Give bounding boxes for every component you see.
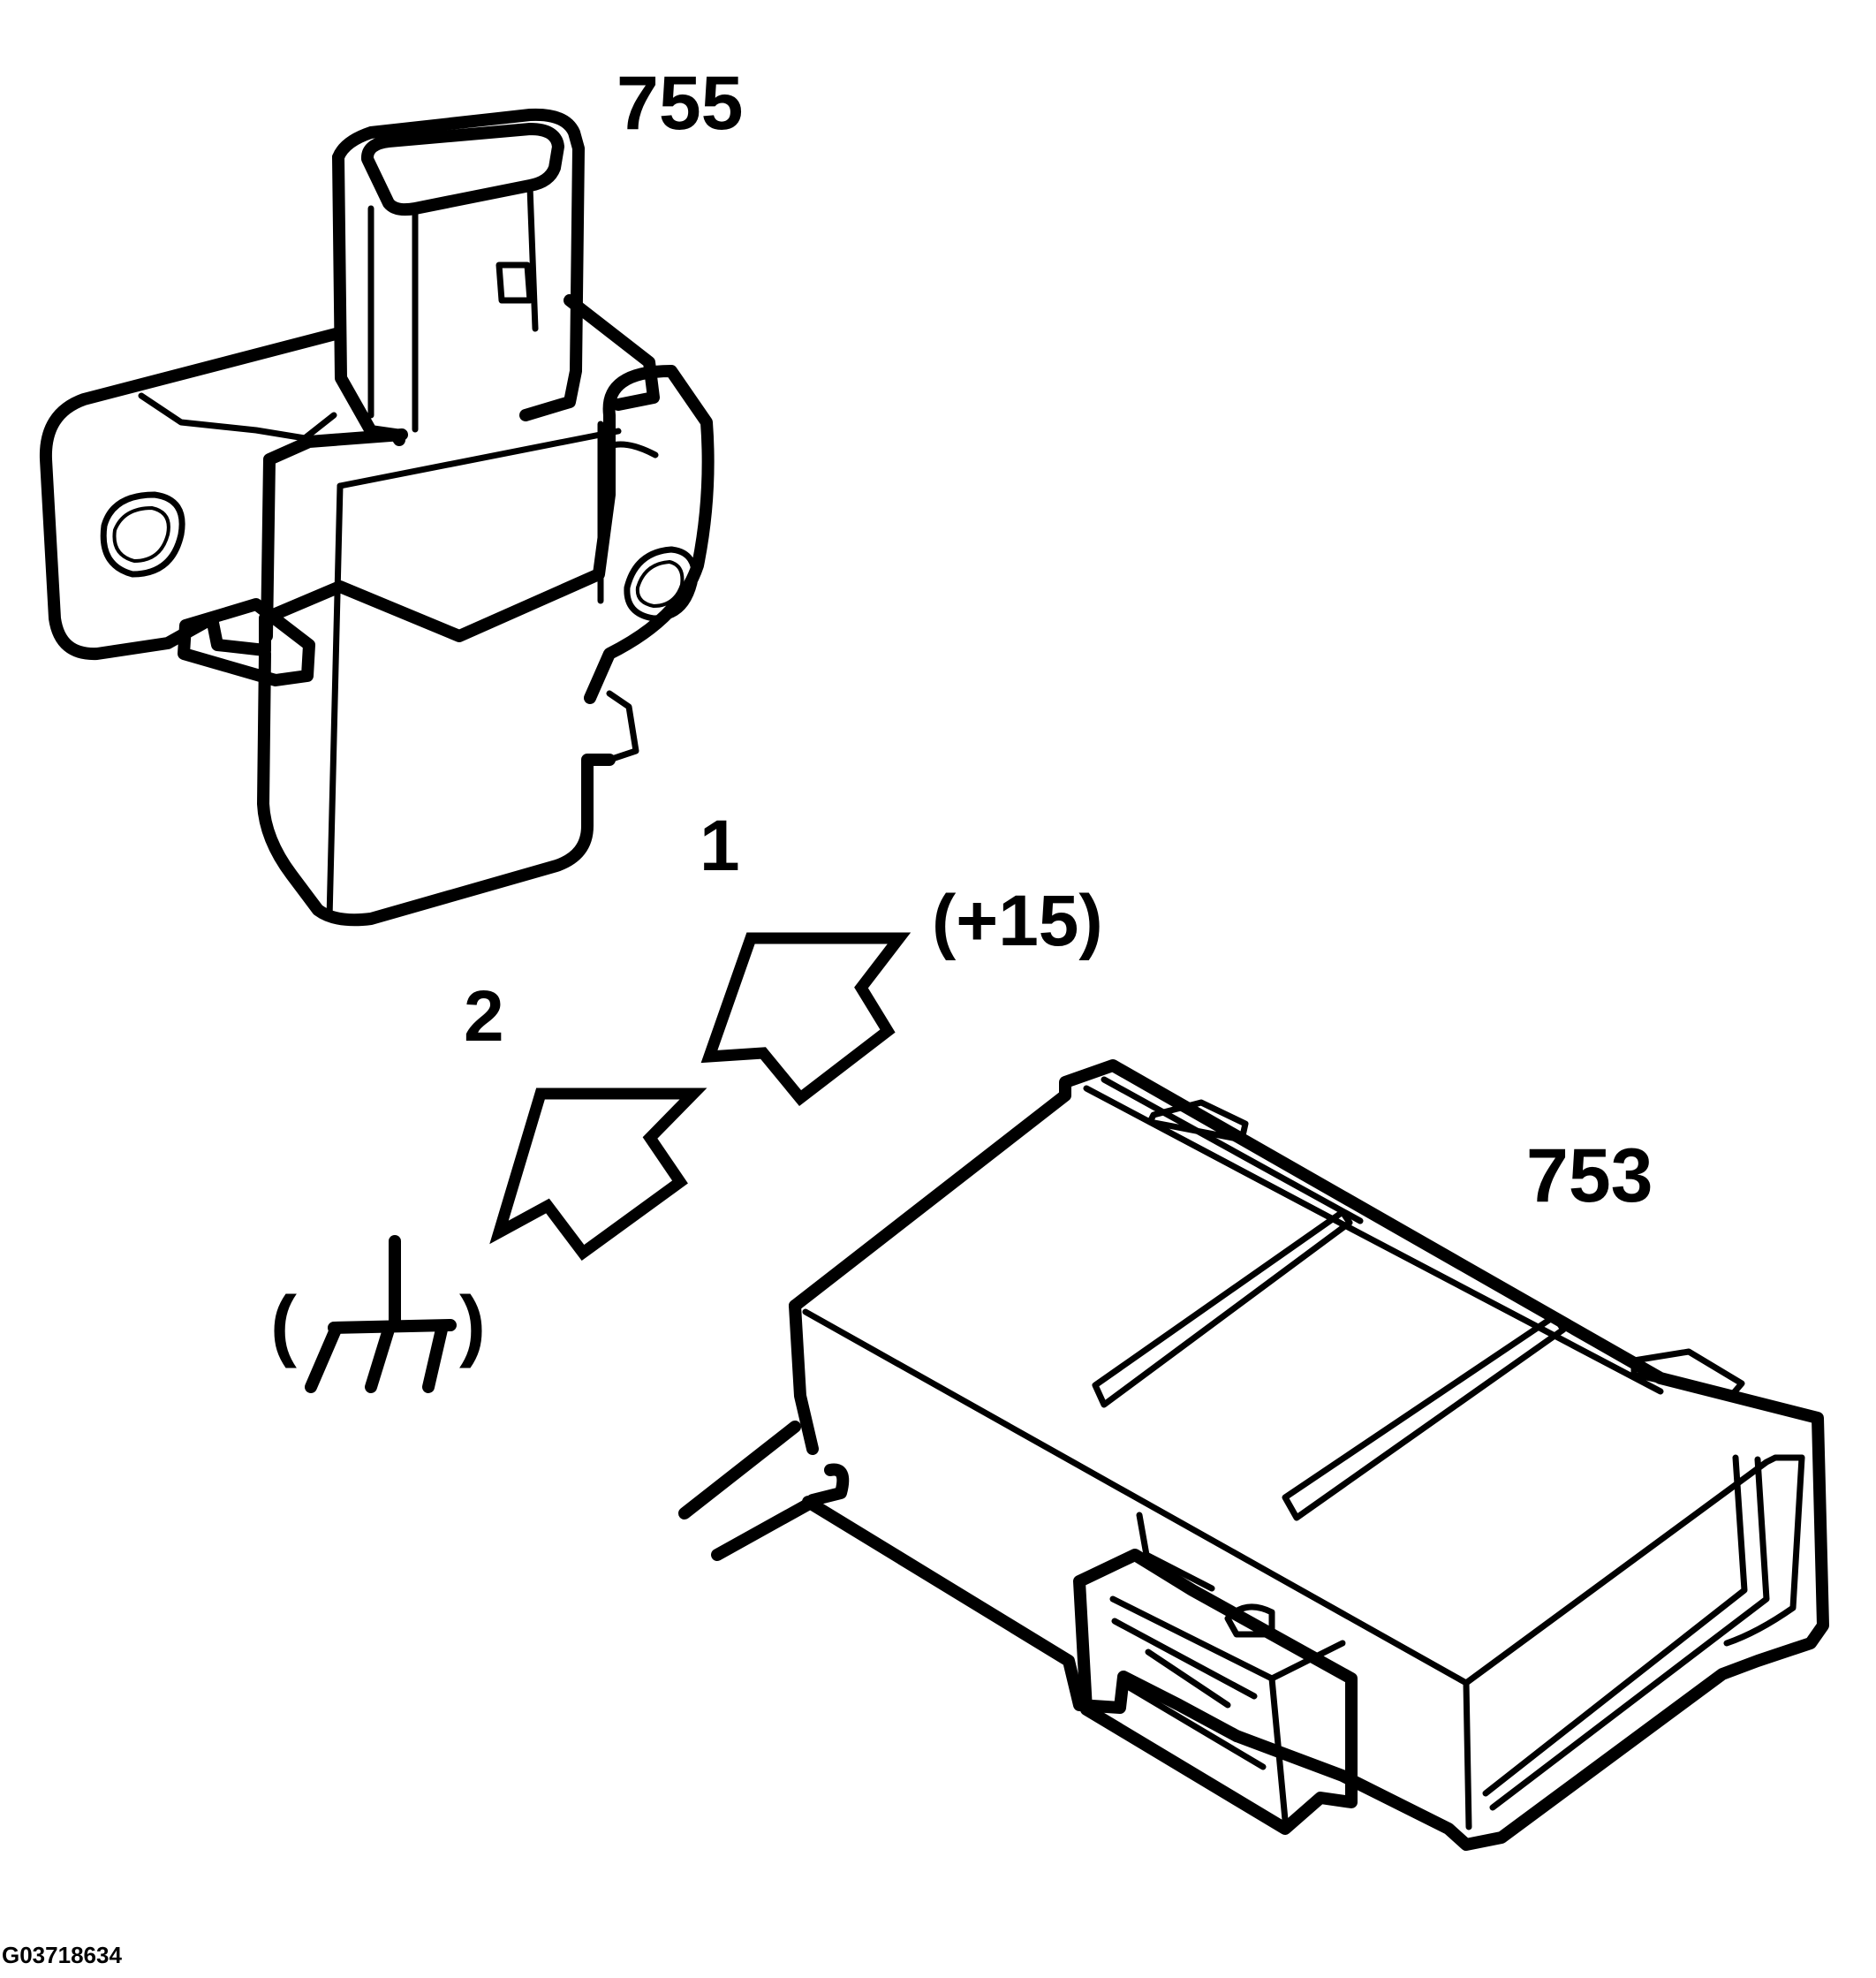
sensor-755-drawing: [39, 108, 715, 927]
pin-1-label: 1: [700, 806, 740, 886]
ground-open-paren: (: [270, 1281, 297, 1369]
ground-symbol-icon: [305, 1235, 457, 1393]
supply-label: (+15): [932, 881, 1103, 961]
arrow-icon: [700, 932, 912, 1106]
arrow-icon: [489, 1088, 707, 1262]
figure-id: G03718634: [2, 1942, 122, 1968]
ground-close-paren: ): [459, 1281, 486, 1369]
module-753-drawing: [678, 1059, 1829, 1851]
part-number-755: 755: [617, 61, 744, 146]
part-number-753: 753: [1526, 1133, 1653, 1218]
pin-2-label: 2: [464, 976, 504, 1057]
